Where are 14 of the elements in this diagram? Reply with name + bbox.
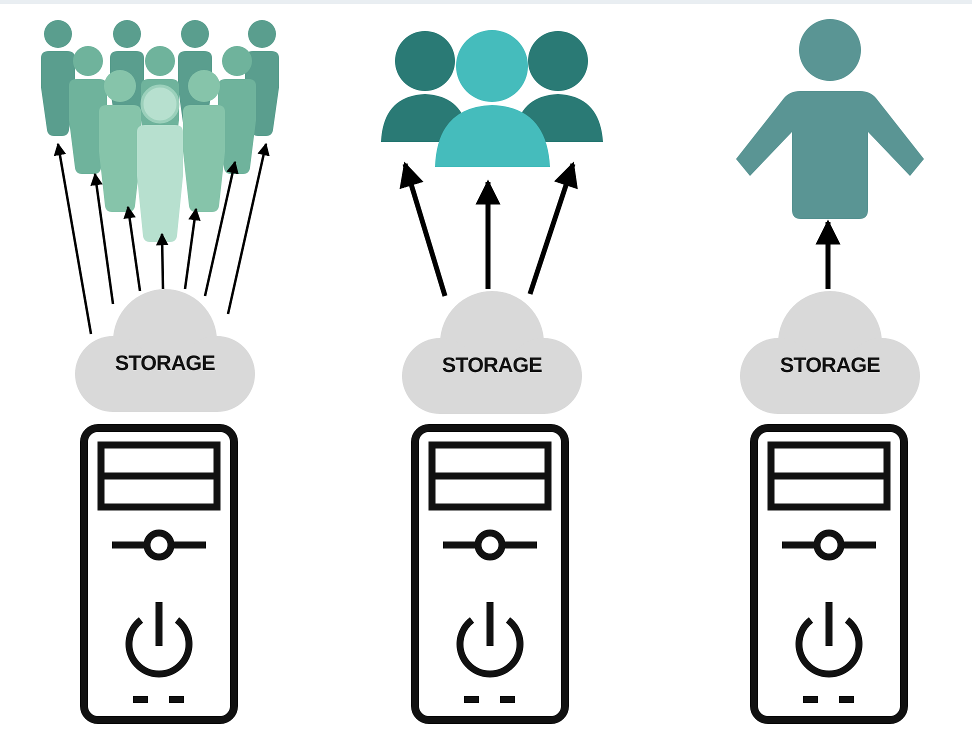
storage-label: STORAGE — [442, 355, 542, 376]
arrow — [816, 220, 840, 289]
storage-label: STORAGE — [115, 353, 215, 374]
storage-label: STORAGE — [780, 355, 880, 376]
arrow — [156, 232, 168, 290]
arrow — [54, 142, 92, 334]
arrow — [204, 160, 239, 296]
arrow — [226, 142, 270, 314]
arrow — [476, 180, 500, 289]
arrow — [123, 206, 142, 292]
arrow — [90, 172, 114, 304]
arrow — [400, 162, 448, 297]
arrow — [184, 208, 201, 290]
arrow — [528, 162, 578, 295]
